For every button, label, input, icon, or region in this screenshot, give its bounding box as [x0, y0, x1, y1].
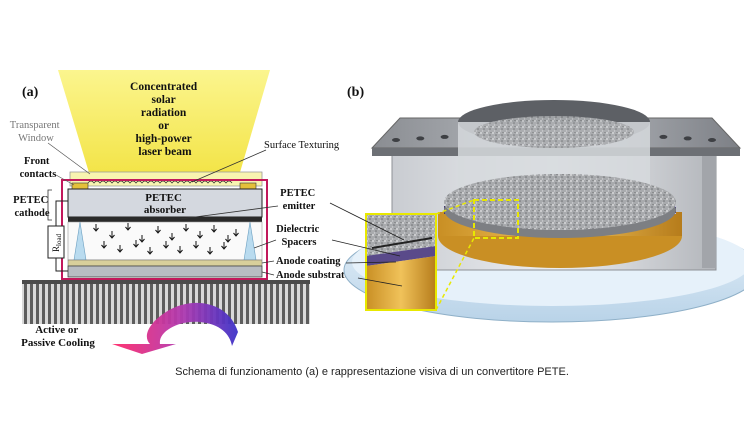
- electron-arrow: [133, 240, 139, 248]
- bolt-hole: [683, 136, 692, 141]
- electron-arrow: [93, 224, 99, 232]
- surface-texturing-label: Surface Texturing: [264, 140, 340, 151]
- bolt-hole: [659, 134, 668, 139]
- bolt-hole: [416, 136, 425, 141]
- absorber-label: PETEC absorber: [144, 192, 186, 216]
- electron-arrow: [207, 247, 213, 255]
- anode-substrate-label: Anode substrate: [276, 270, 350, 281]
- electron-arrow: [193, 241, 199, 249]
- electron-arrow: [225, 235, 231, 243]
- granite-disc: [444, 174, 676, 230]
- window-leader: [47, 142, 91, 175]
- substrate-leader: [261, 271, 275, 276]
- dielectric-spacers-label: Dielectric Spacers: [276, 224, 322, 248]
- surface-texture-line: [87, 180, 233, 184]
- electron-flow: [93, 223, 239, 255]
- front-contact-left: [71, 182, 89, 190]
- cooling-arrow: [112, 302, 238, 354]
- zoom-callout: [365, 213, 437, 311]
- spacers-leader: [253, 239, 277, 249]
- emitter-layer: [68, 217, 262, 222]
- panel-a: (a) Concentrated solar radiation or high…: [10, 70, 350, 354]
- electron-arrow: [221, 242, 227, 250]
- emitter-callout-leader: [329, 202, 405, 241]
- anode-coating-layer: [67, 259, 263, 267]
- electron-arrow: [169, 233, 175, 241]
- coating-leader: [261, 260, 275, 264]
- electron-arrow: [197, 231, 203, 239]
- bolt-hole: [708, 138, 716, 142]
- contacts-leader: [55, 174, 75, 186]
- panel-b-tag: (b): [347, 85, 364, 100]
- front-contacts-label: Front contacts: [20, 156, 57, 180]
- emitter-leader: [179, 205, 279, 220]
- rload-label: Rload: [51, 233, 63, 252]
- coating-callout-leader: [345, 261, 397, 264]
- emitter-label: PETEC emitter: [280, 188, 318, 212]
- electron-arrow: [117, 245, 123, 253]
- load-circuit: [55, 200, 68, 272]
- rload-resistor: [47, 225, 65, 259]
- anode-coating-label: Anode coating: [276, 256, 341, 267]
- bolt-hole: [392, 138, 400, 142]
- transparent-window-label: Transparent Window: [10, 120, 62, 144]
- cathode-bracket: [47, 189, 52, 221]
- electron-arrow: [233, 229, 239, 237]
- chamber-rib: [702, 150, 716, 268]
- granite-top-view: [474, 116, 634, 148]
- beam-text: Concentrated solar radiation or high-pow…: [130, 81, 200, 158]
- electron-arrow: [211, 225, 217, 233]
- electron-arrow: [109, 231, 115, 239]
- cooling-label: Active or Passive Cooling: [21, 324, 95, 349]
- electron-arrow: [177, 246, 183, 254]
- electron-arrow: [163, 241, 169, 249]
- panel-a-tag: (a): [22, 85, 39, 100]
- electron-arrow: [155, 226, 161, 234]
- texturing-leader: [191, 149, 267, 183]
- heat-sink-base: [22, 280, 310, 284]
- electron-arrow: [125, 223, 131, 231]
- panel-b: (b): [329, 85, 744, 323]
- zoom-target-box: [473, 199, 519, 239]
- electron-arrow: [101, 241, 107, 249]
- flange-bolts: [392, 134, 716, 142]
- petec-cathode-label: PETEC cathode: [13, 195, 51, 219]
- vacuum-gap: [67, 221, 263, 261]
- electron-arrow: [183, 224, 189, 232]
- electron-arrow: [147, 247, 153, 255]
- bolt-hole: [440, 134, 449, 139]
- substrate-callout-leader: [357, 277, 403, 287]
- front-contact-right: [239, 182, 257, 190]
- electron-arrow: [139, 235, 145, 243]
- figure-caption: Schema di funzionamento (a) e rappresent…: [175, 366, 569, 378]
- anode-substrate-layer: [67, 265, 263, 278]
- spacers-callout-leader: [331, 239, 401, 257]
- light-beam: [58, 70, 270, 186]
